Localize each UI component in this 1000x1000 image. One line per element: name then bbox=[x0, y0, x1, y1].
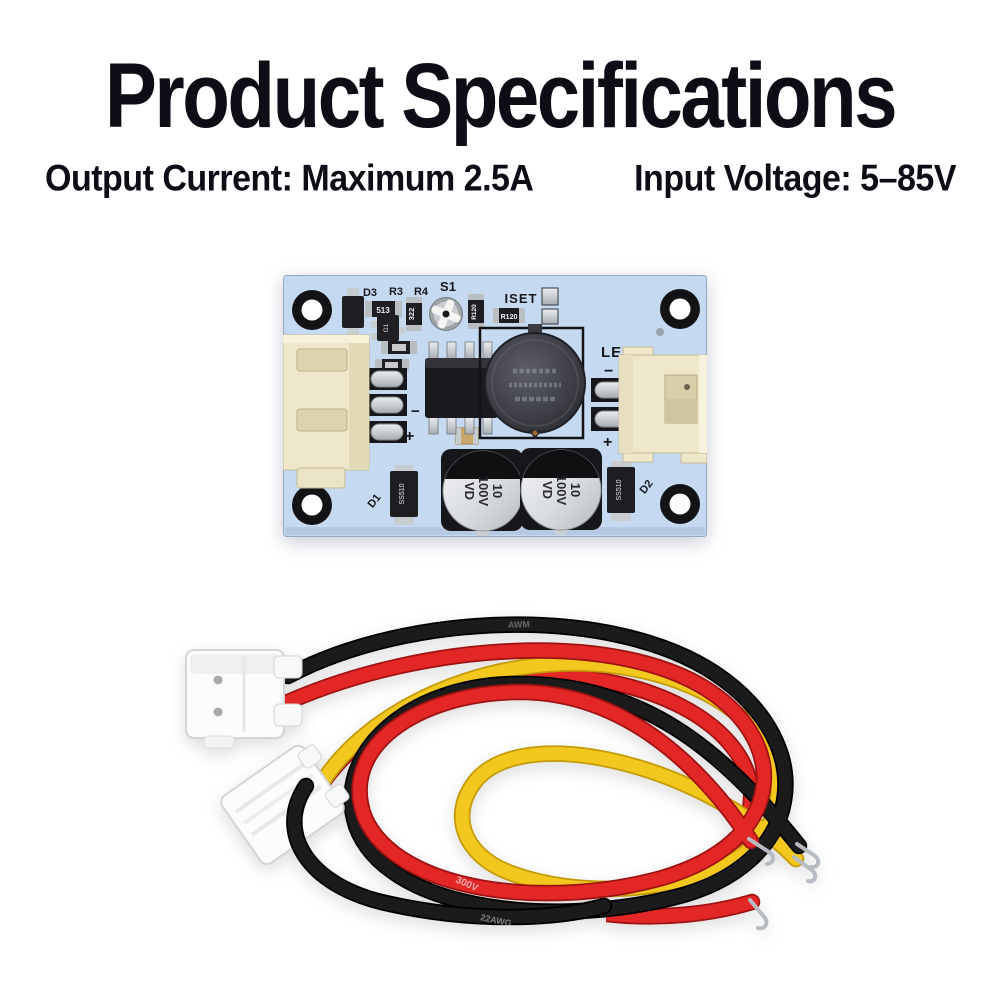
silk-r4: R4 bbox=[414, 286, 429, 298]
trimmer-s1 bbox=[429, 297, 463, 331]
spec-input-voltage: Input Voltage: 5–85V bbox=[634, 158, 956, 200]
marking-ss510-2: SS510 bbox=[616, 479, 623, 500]
silk-s1: S1 bbox=[440, 279, 456, 294]
cap1-line3: VD bbox=[462, 482, 477, 500]
cable-photo: 300V 22AWG AWM bbox=[185, 616, 821, 931]
print-awm: AWM bbox=[508, 619, 530, 630]
via-dot bbox=[656, 328, 664, 336]
marking-r120-v: R120 bbox=[471, 304, 478, 320]
jst-connector-input bbox=[283, 334, 370, 489]
diode-d2: SS510 bbox=[607, 461, 635, 521]
marking-g1: G1 bbox=[383, 323, 390, 332]
resistor-r3: 513 bbox=[365, 301, 402, 317]
silk-in-minus: − bbox=[411, 403, 420, 420]
cable-connector-lower bbox=[220, 744, 350, 866]
transistor-q1: G1 bbox=[371, 315, 405, 341]
resistor-r120-vertical: R120 bbox=[468, 294, 484, 329]
mounting-holes bbox=[292, 289, 700, 525]
capacitor-2: 10 100V VD bbox=[520, 448, 602, 535]
cable-connector-upper bbox=[185, 649, 303, 749]
page-title: Product Specifications bbox=[104, 43, 898, 148]
input-pins bbox=[367, 368, 407, 443]
silkscreen-labels: D3 R3 R4 S1 ISET LED − + − + D1 D2 bbox=[363, 279, 656, 510]
spec-row: Output Current: Maximum 2.5A Input Volta… bbox=[45, 158, 956, 200]
silk-led-minus: − bbox=[604, 363, 613, 380]
wire-red-1 bbox=[279, 642, 773, 902]
solder-pads-top-right bbox=[541, 287, 559, 325]
pcb-module-photo: D3 R3 R4 S1 ISET LED − + − + D1 D2 513 bbox=[283, 275, 707, 537]
marking-ss510-1: SS510 bbox=[399, 483, 406, 504]
cap1-line1: 10 bbox=[490, 484, 505, 498]
marking-322: 322 bbox=[407, 308, 416, 321]
resistor-r120-horizontal: R120 bbox=[493, 308, 525, 323]
jst-connector-output bbox=[618, 346, 707, 464]
silk-in-plus: + bbox=[405, 428, 414, 445]
marking-513: 513 bbox=[376, 306, 390, 315]
cap2-line3: VD bbox=[540, 481, 555, 499]
marking-r120-h: R120 bbox=[501, 314, 518, 321]
diode-d1: SS510 bbox=[390, 465, 418, 525]
silk-r3: R3 bbox=[389, 286, 403, 298]
silk-d3: D3 bbox=[363, 287, 377, 299]
tinned-wire-tips bbox=[747, 837, 821, 931]
silk-iset: ISET bbox=[505, 291, 538, 306]
silk-led-plus: + bbox=[603, 434, 612, 451]
capacitor-1: 10 100V VD bbox=[441, 449, 524, 536]
diode-d3 bbox=[342, 288, 364, 337]
cap2-line2: 100V bbox=[554, 475, 569, 506]
resistor-r4: 322 bbox=[406, 297, 422, 331]
wire-yellow bbox=[311, 655, 805, 898]
spec-output-current: Output Current: Maximum 2.5A bbox=[45, 158, 534, 200]
cap2-line1: 10 bbox=[568, 483, 583, 497]
wire-black-2 bbox=[286, 777, 613, 926]
inductor bbox=[478, 324, 586, 440]
cap1-line2: 100V bbox=[476, 476, 491, 507]
